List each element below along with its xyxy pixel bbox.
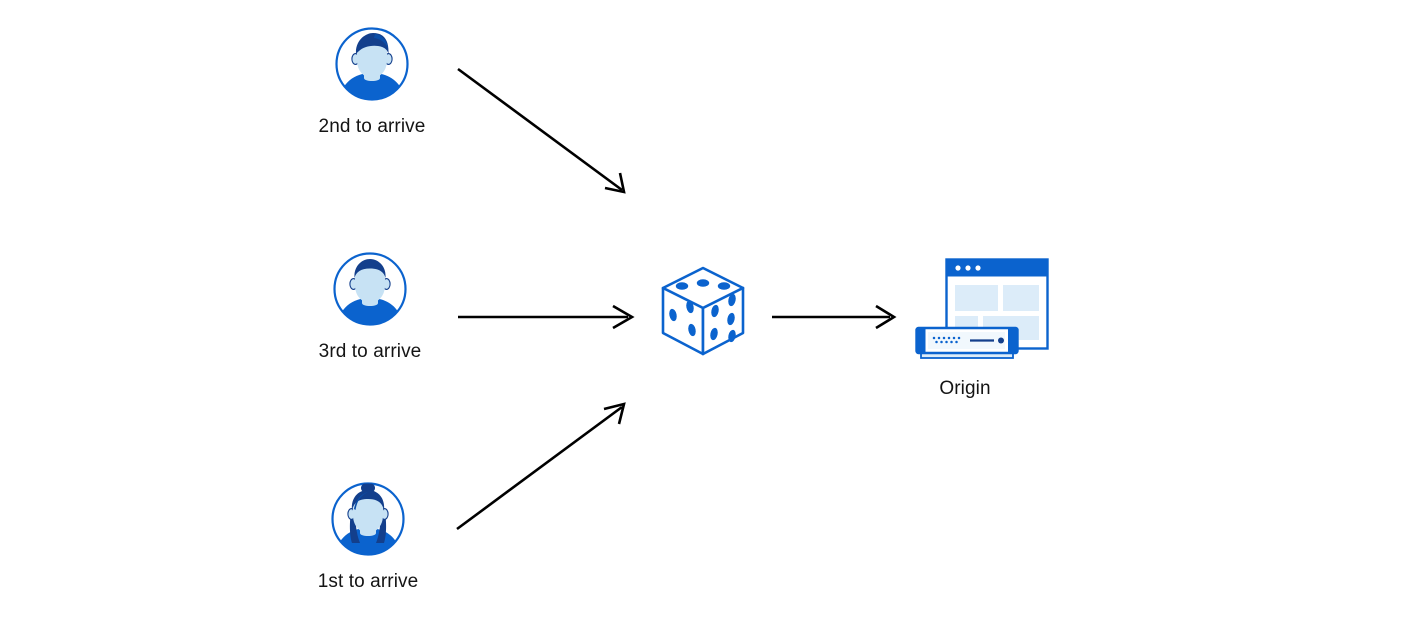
node-visitor-3rd: 3rd to arrive — [300, 251, 440, 363]
node-origin: Origin — [875, 258, 1055, 400]
user-avatar-icon — [334, 26, 410, 102]
user-avatar-icon — [332, 251, 408, 327]
node-visitor-1st: 1st to arrive — [298, 481, 438, 593]
node-label-visitor-3rd: 3rd to arrive — [318, 341, 422, 362]
arrow-2nd-to-dice — [457, 67, 626, 194]
origin-artwork — [895, 258, 1049, 360]
node-label-origin: Origin — [939, 378, 991, 399]
arrow-3rd-to-dice — [458, 304, 635, 330]
node-label-visitor-2nd: 2nd to arrive — [318, 116, 426, 137]
node-label-visitor-1st: 1st to arrive — [317, 571, 419, 592]
node-randomizer — [650, 258, 760, 368]
server-appliance-icon — [915, 326, 1019, 360]
arrow-1st-to-dice — [456, 402, 626, 531]
node-visitor-2nd: 2nd to arrive — [302, 26, 442, 138]
user-avatar-icon — [330, 481, 406, 557]
dice-cube-icon — [650, 258, 760, 368]
